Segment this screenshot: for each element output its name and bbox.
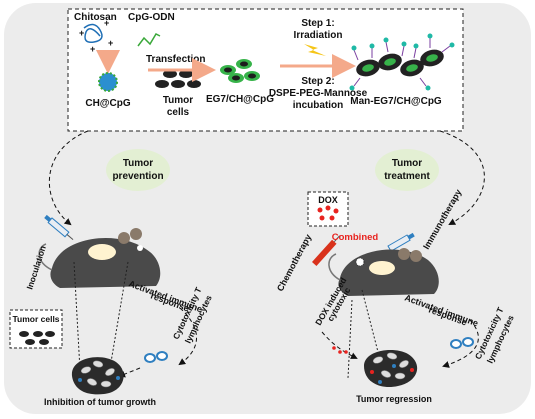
left-immune-arrow	[178, 307, 197, 366]
man-eg7-label: Man-EG7/CH@CpG	[350, 96, 442, 107]
ch-cpg-label: CH@CpG	[85, 98, 131, 109]
right-link-line-2	[361, 289, 379, 353]
dox-arrow	[321, 331, 358, 359]
chitosan-icon: + + + +	[79, 18, 113, 54]
step2-line2: incubation	[293, 100, 344, 111]
chitosan-label: Chitosan	[74, 12, 117, 23]
right-result-label: Tumor regression	[356, 394, 432, 404]
tumor-cells-label-2: cells	[167, 107, 190, 118]
cpg-odn-label: CpG-ODN	[128, 12, 175, 23]
right-tumor-mass-icon	[364, 350, 418, 388]
ch-cpg-nanoparticle-icon	[98, 72, 118, 92]
arrow-to-treatment	[439, 130, 485, 225]
svg-text:+: +	[108, 38, 113, 48]
eg7-cells-icon	[220, 59, 260, 83]
tumor-cells-box-label: Tumor cells	[12, 314, 59, 324]
prevention-bubble	[106, 149, 170, 191]
dox-particles-icon	[332, 346, 348, 354]
mouse-right-icon	[328, 248, 439, 296]
prevention-line2: prevention	[112, 171, 163, 182]
eg7-label: EG7/CH@CpG	[206, 94, 274, 105]
step1-title: Step 1:	[301, 18, 334, 29]
immuno-syringe-icon	[387, 232, 415, 252]
dox-dots-icon	[317, 205, 339, 221]
tumor-cells-box	[9, 309, 63, 349]
syringe-left-icon	[44, 214, 74, 240]
transfection-label: Transfection	[146, 54, 205, 65]
svg-text:+: +	[104, 18, 109, 28]
tumor-link-line-2	[109, 261, 129, 369]
treatment-line2: treatment	[384, 171, 430, 182]
tumor-cells-label-1: Tumor	[163, 95, 193, 106]
lightning-icon	[304, 44, 326, 56]
mouse-left-icon	[38, 228, 161, 288]
combined-label: Combined	[332, 232, 379, 243]
dox-label: DOX	[318, 195, 338, 205]
svg-text:+: +	[90, 44, 95, 54]
right-immune-arrow	[442, 319, 479, 368]
cpg-odn-icon	[137, 33, 161, 47]
synthesis-box	[67, 8, 464, 132]
left-tcell-icon	[144, 351, 168, 363]
prevention-line1: Tumor	[123, 158, 153, 169]
right-link-line	[347, 299, 353, 379]
treatment-bubble	[375, 149, 439, 191]
right-tcell-icon	[450, 337, 474, 349]
left-result-label: Inhibition of tumor growth	[44, 397, 156, 407]
left-tumor-mass-icon	[71, 357, 124, 395]
treatment-line1: Tumor	[392, 158, 422, 169]
tumor-cells-icon	[155, 70, 201, 88]
arrow-to-prevention	[48, 130, 89, 226]
chemo-syringe-icon	[312, 235, 341, 267]
tumor-cells-box-icon	[19, 331, 55, 345]
step2-line1: DSPE-PEG-Mannose	[269, 88, 368, 99]
step2-title: Step 2:	[301, 76, 334, 87]
svg-text:+: +	[79, 28, 84, 38]
man-eg7-cells-icon	[349, 33, 455, 91]
step1-text: Irradiation	[294, 30, 343, 41]
